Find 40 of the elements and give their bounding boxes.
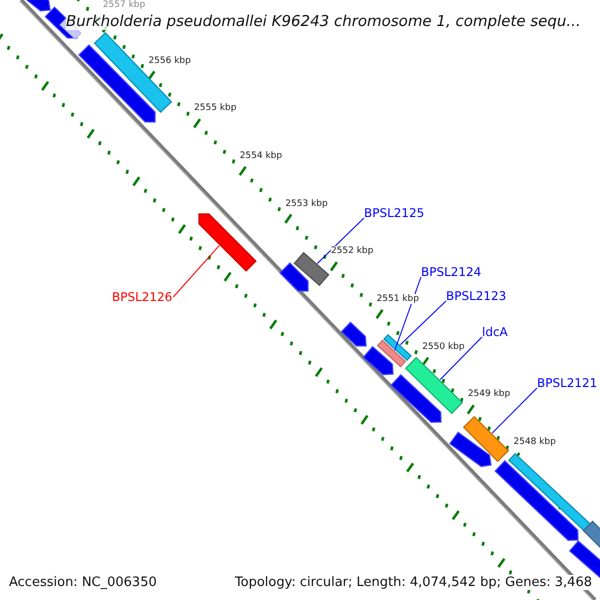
- gene-feature: [279, 262, 309, 292]
- gene-feature: [294, 252, 330, 286]
- gene-label: BPSL2125: [364, 206, 424, 220]
- gene-label: ldcA: [482, 325, 508, 339]
- leader-line: [172, 245, 220, 298]
- gene-feature: [25, 0, 51, 12]
- scale-label: 2555 kbp: [194, 103, 236, 114]
- gene-label: BPSL2126: [112, 290, 172, 304]
- scale-label: 2552 kbp: [330, 246, 374, 256]
- gene-feature: [340, 321, 367, 347]
- gene-feature: [376, 340, 406, 368]
- gene-label: BPSL2123: [446, 289, 506, 303]
- scale-label: 2549 kbp: [468, 389, 510, 400]
- gene-feature: [449, 431, 492, 468]
- scale-label: 2550 kbp: [422, 342, 465, 352]
- leader-line: [394, 276, 422, 351]
- gene-feature: [198, 213, 257, 272]
- leader-line: [400, 300, 446, 346]
- scale-label: 2551 kbp: [376, 294, 419, 304]
- gene-feature: [494, 460, 579, 541]
- scale-label: 2556 kbp: [148, 56, 191, 66]
- gene-feature: [390, 374, 442, 423]
- gene-feature: [582, 520, 600, 550]
- footer-text: Topology: circular; Length: 4,074,542 bp; Genes: 3,468: [234, 575, 592, 590]
- gene-feature: [383, 334, 412, 362]
- gene-feature: [94, 32, 172, 114]
- leader-line: [440, 336, 482, 380]
- leader-line: [316, 218, 364, 264]
- leader-line: [492, 388, 538, 434]
- gene-feature: [404, 356, 464, 414]
- scale-label: 2554 kbp: [240, 150, 282, 161]
- footer-text: Accession: NC_006350: [9, 575, 157, 590]
- gene-feature: [362, 346, 394, 376]
- gene-label: BPSL2124: [421, 265, 482, 279]
- title: Burkholderia pseudomallei K96243 chromosome 1, complete sequ...: [66, 12, 581, 30]
- scale-label: 2553 kbp: [285, 198, 328, 209]
- gene-feature: [462, 416, 510, 462]
- scale-label: 2548 kbp: [513, 437, 556, 448]
- gene-label: BPSL2121: [537, 376, 598, 390]
- scale-label: 2557 kbp: [102, 0, 146, 10]
